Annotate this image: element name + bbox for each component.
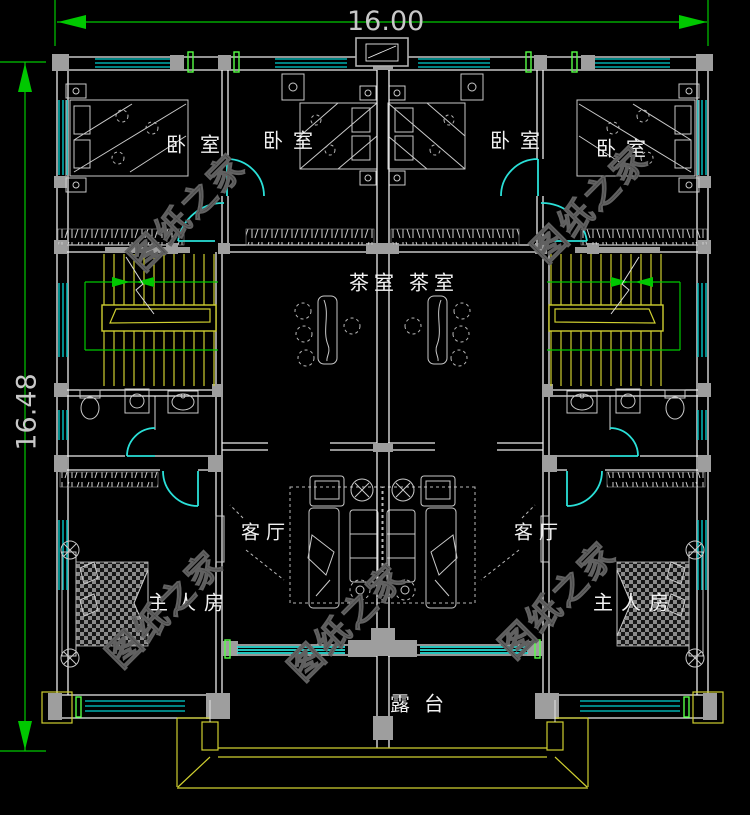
room-label-living-room-right: 客厅 [513,521,565,544]
room-label-living-room-left: 客厅 [240,521,292,544]
right-unit [382,51,724,788]
top-dimension-line [54,0,709,46]
dimension-height-text: 16.48 [11,373,43,451]
room-label-bedroom-1: 卧室 [166,132,234,157]
room-label-bedroom-3: 卧室 [490,128,550,153]
room-label-bedroom-4: 卧室 [596,136,656,161]
chimney [355,37,409,67]
room-label-master-bedroom-right: 主人房 [593,590,677,615]
room-label-tea-room-right: 茶室 [409,270,459,295]
terrace-railing [177,747,588,789]
center-wall [371,54,395,748]
room-label-master-bedroom-left: 主人房 [148,590,232,615]
left-dimension-line [0,61,46,752]
dimension-width-text: 16.00 [347,6,425,37]
room-label-tea-room-left: 茶室 [349,270,399,295]
room-label-bedroom-2: 卧室 [263,128,323,153]
room-label-terrace: 露台 [390,691,458,716]
